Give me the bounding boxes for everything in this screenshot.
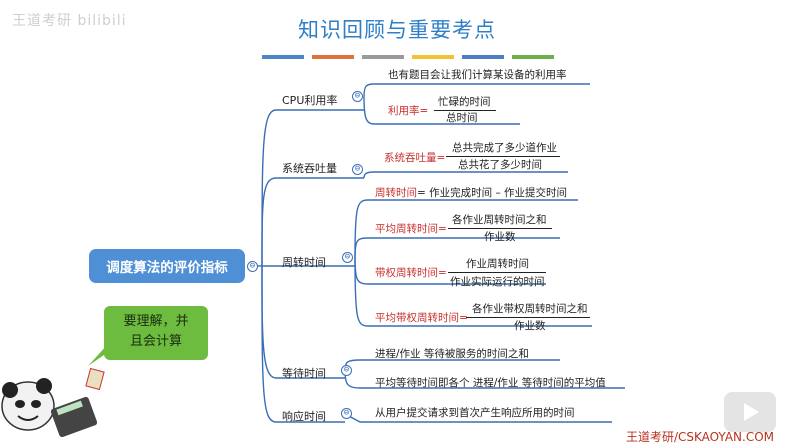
cpu-formula-name: 利用率= [388,105,429,117]
branch-throughput-label[interactable]: 系统吞吐量 [282,162,337,175]
turnaround-def-name: 周转时间 [375,187,417,199]
play-icon [744,403,759,421]
avg-weighted-turnaround-numerator: 各作业带权周转时间之和 [472,303,588,315]
waiting-item-2: 平均等待时间即各个 进程/作业 等待时间的平均值 [375,377,606,389]
avg-turnaround-name: 平均周转时间= [375,223,447,235]
throughput-formula-name: 系统吞吐量= [384,152,446,164]
weighted-turnaround-denominator: 作业实际运行的时间 [450,276,545,288]
throughput-numerator: 总共完成了多少道作业 [452,142,557,154]
cpu-collapse-icon[interactable]: ⊖ [352,91,363,102]
avg-weighted-turnaround-denominator: 作业数 [514,320,546,332]
color-bar-segment [412,55,454,59]
color-bar-segment [362,55,404,59]
root-collapse-icon[interactable]: ⊖ [247,261,258,272]
branch-waiting-label[interactable]: 等待时间 [282,367,326,380]
bubble-line-2: 且会计算 [129,334,182,349]
bubble-line-1: 要理解，并 [123,314,189,329]
turnaround-def-text: = 作业完成时间 – 作业提交时间 [417,187,568,199]
root-label: 调度算法的评价指标 [106,260,228,276]
response-collapse-icon[interactable]: ⊖ [341,408,352,419]
color-bar-segment [512,55,554,59]
bilibili-logo: 王道考研 bilibili [12,13,127,29]
turnaround-collapse-icon[interactable]: ⊖ [342,252,353,263]
throughput-fraction-line [446,156,560,157]
play-button[interactable] [724,392,776,432]
weighted-turnaround-name: 带权周转时间= [375,267,447,279]
avg-turnaround-fraction-line [448,228,552,229]
waiting-collapse-icon[interactable]: ⊖ [341,365,352,376]
throughput-denominator: 总共花了多少时间 [458,159,542,171]
cpu-numerator: 忙碌的时间 [438,96,491,108]
color-bar-segment [262,55,304,59]
page-title: 知识回顾与重要考点 [298,18,496,42]
cpu-note: 也有题目会让我们计算某设备的利用率 [388,69,567,81]
root-node[interactable]: 调度算法的评价指标 [89,249,245,283]
response-item-1: 从用户提交请求到首次产生响应所用的时间 [375,407,575,419]
avg-turnaround-numerator: 各作业周转时间之和 [452,214,547,226]
weighted-turnaround-fraction-line [448,272,546,273]
title-color-bar [262,55,554,59]
panda-meme-image [1,367,105,438]
color-bar-segment [462,55,504,59]
branch-cpu-label[interactable]: CPU利用率 [282,94,338,107]
branch-turnaround-label[interactable]: 周转时间 [282,256,326,269]
avg-weighted-turnaround-name: 平均带权周转时间= [375,312,468,324]
color-bar-segment [312,55,354,59]
turnaround-definition: 周转时间= 作业完成时间 – 作业提交时间 [375,188,567,199]
waiting-item-1: 进程/作业 等待被服务的时间之和 [375,348,529,360]
speech-bubble: 要理解，并 且会计算 [104,306,208,360]
avg-weighted-turnaround-fraction-line [466,317,590,318]
cpu-denominator: 总时间 [446,112,478,124]
watermark: 王道考研/CSKAOYAN.COM [625,430,774,444]
throughput-collapse-icon[interactable]: ⊖ [352,164,363,175]
branch-response-label[interactable]: 响应时间 [282,410,326,423]
weighted-turnaround-numerator: 作业周转时间 [466,258,529,270]
cpu-fraction-line [434,110,496,111]
avg-turnaround-denominator: 作业数 [484,231,516,243]
